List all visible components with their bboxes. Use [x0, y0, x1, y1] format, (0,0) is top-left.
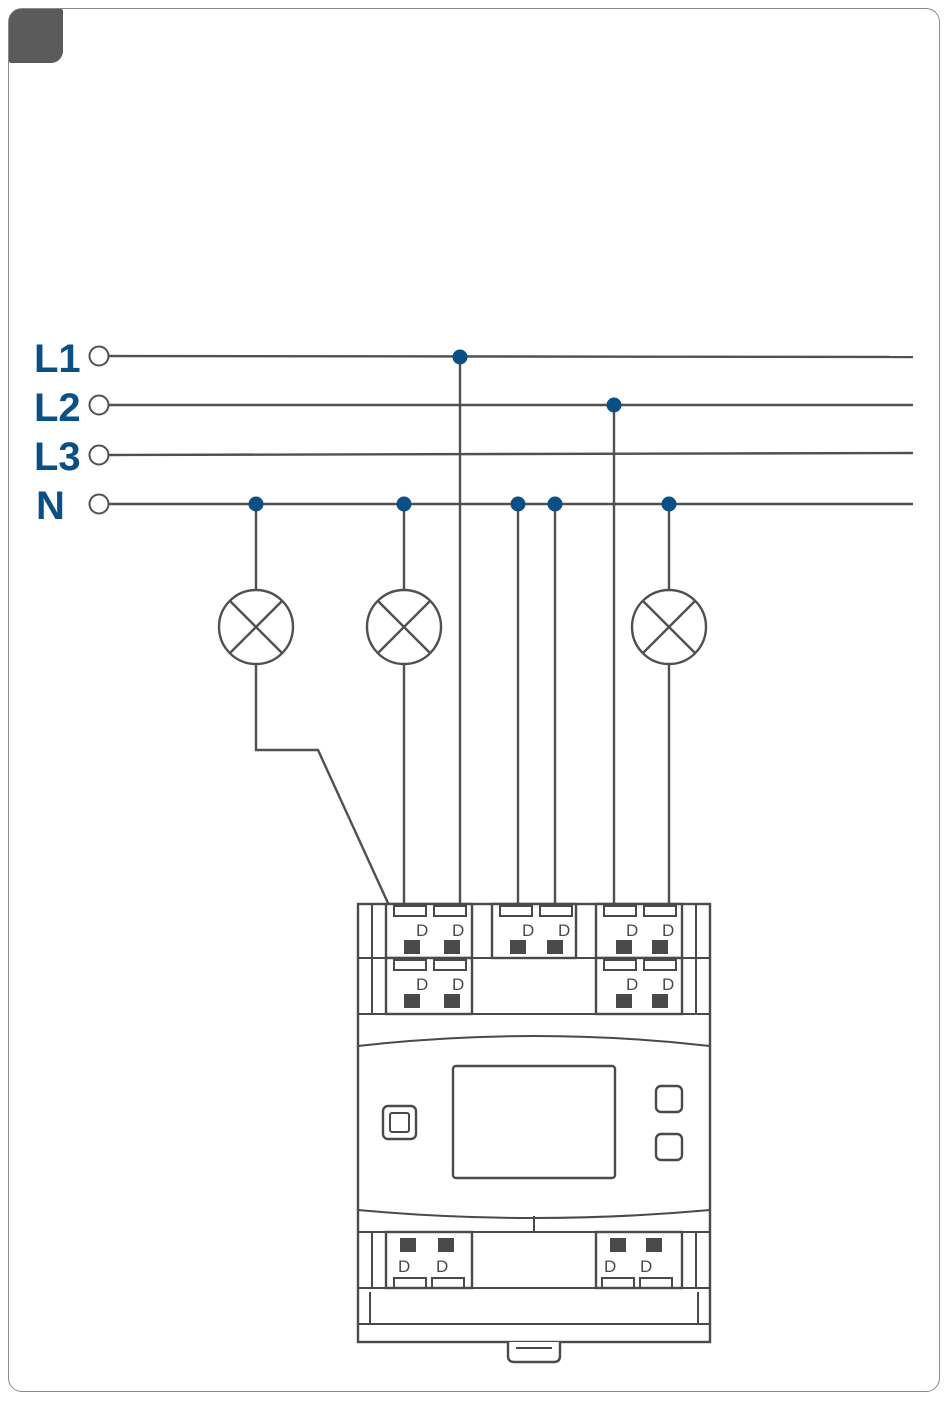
terminal-screw-icon [438, 1238, 454, 1252]
lamp-1 [219, 590, 293, 664]
din-clip [508, 1342, 560, 1362]
terminal-group-top-2: D D [492, 904, 576, 958]
terminal-circle-L3-icon [90, 446, 109, 465]
terminal-glyph: D [522, 921, 534, 940]
junction-dot [397, 497, 412, 512]
terminal-glyph: D [436, 1257, 448, 1276]
terminal-glyph: D [626, 975, 638, 994]
terminal-screw-icon [400, 1238, 416, 1252]
bus-L3 [109, 453, 913, 455]
terminal-glyph: D [416, 921, 428, 940]
terminal-group-mid-3: D D [596, 958, 682, 1014]
junction-dot [249, 497, 264, 512]
lamp-3 [632, 590, 706, 664]
label-N: N [36, 484, 65, 528]
terminal-circle-L2-icon [90, 396, 109, 415]
din-rail-device: D D D D D D D D [358, 904, 710, 1362]
terminal-group-top-1: D D [386, 904, 472, 958]
terminal-screw-icon [547, 940, 563, 954]
label-L1: L1 [34, 337, 81, 381]
lamp-2 [367, 590, 441, 664]
terminal-glyph: D [626, 921, 638, 940]
terminal-circle-N-icon [90, 495, 109, 514]
terminal-group-top-3: D D [596, 904, 682, 958]
drop-wires [256, 357, 669, 960]
terminal-glyph: D [416, 975, 428, 994]
terminal-screw-icon [510, 940, 526, 954]
junction-dot [662, 497, 677, 512]
device-button-up [656, 1086, 682, 1112]
junction-dot [548, 497, 563, 512]
terminal-glyph: D [662, 921, 674, 940]
junction-dot [607, 398, 622, 413]
terminal-glyph: D [662, 975, 674, 994]
terminal-screw-icon [652, 994, 668, 1008]
terminal-group-bottom-1: D D [386, 1232, 472, 1288]
terminal-screw-icon [404, 940, 420, 954]
junctions [249, 350, 677, 512]
device-button-left [383, 1106, 416, 1139]
device-display [453, 1066, 615, 1178]
terminal-screw-icon [616, 940, 632, 954]
junction-dot [511, 497, 526, 512]
junction-dot [453, 350, 468, 365]
terminal-screw-icon [616, 994, 632, 1008]
terminal-glyph: D [558, 921, 570, 940]
terminal-group-bottom-3: D D [596, 1232, 682, 1288]
terminal-screw-icon [652, 940, 668, 954]
terminal-screw-icon [444, 940, 460, 954]
label-L2: L2 [34, 386, 81, 430]
terminal-glyph: D [452, 975, 464, 994]
terminal-glyph: D [398, 1257, 410, 1276]
terminal-glyph: D [452, 921, 464, 940]
terminal-screw-icon [646, 1238, 662, 1252]
bus-lines [109, 356, 913, 504]
device-button-down [656, 1134, 682, 1160]
terminal-screw-icon [404, 994, 420, 1008]
terminal-glyph: D [604, 1257, 616, 1276]
terminal-group-mid-1: D D [386, 958, 472, 1014]
bus-L1 [109, 356, 913, 357]
label-L3: L3 [34, 435, 81, 479]
terminal-glyph: D [640, 1257, 652, 1276]
terminal-screw-icon [444, 994, 460, 1008]
terminal-screw-icon [610, 1238, 626, 1252]
line-terminals [90, 347, 109, 514]
terminal-circle-L1-icon [90, 347, 109, 366]
